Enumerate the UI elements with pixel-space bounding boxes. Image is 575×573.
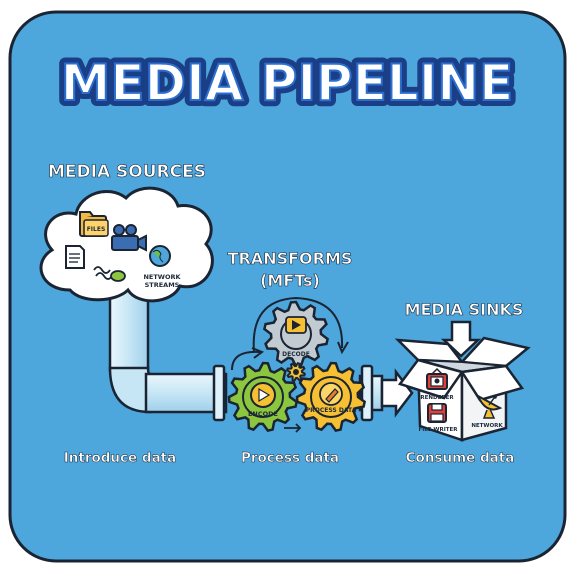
globe-icon (149, 245, 171, 267)
network-streams-label-1: NETWORK (143, 273, 181, 281)
document-icon (65, 245, 85, 269)
title-outline: MEDIA PIPELINE (61, 54, 514, 112)
folder-icon (79, 211, 109, 237)
transforms-caption: Process data (241, 450, 339, 466)
process-data-gear (295, 361, 367, 433)
sinks-heading: MEDIA SINKS (405, 300, 524, 319)
video-camera-icon (111, 224, 147, 252)
audio-waves-icon (93, 266, 126, 282)
files-label: FILES (87, 226, 106, 233)
encode-gear (227, 361, 299, 433)
satellite-dish-icon (475, 393, 503, 419)
title-group: MEDIA PIPELINE MEDIA PIPELINE (55, 48, 520, 118)
renderer-label: RENDERER (420, 395, 454, 401)
file-writer-label: FILE WRITER (418, 427, 458, 433)
network-streams-label-2: STREAMS (145, 281, 180, 289)
sink-arrow (380, 368, 414, 418)
page-title: MEDIA PIPELINE (61, 54, 514, 112)
cycle-arrows (231, 296, 349, 371)
sinks-caption: Consume data (406, 450, 515, 466)
decode-label: DECODE (282, 351, 310, 358)
transforms-heading-line1: TRANSFORMS (228, 249, 353, 268)
tv-icon (426, 367, 448, 390)
process-data-label: PROCESS DATA (306, 407, 357, 414)
encode-label: ENCODE (248, 410, 278, 418)
gear-arrow (284, 423, 302, 433)
transforms-heading-line2: (MFTs) (260, 271, 320, 290)
sources-cloud: FILES NETWORK STREAMS (39, 186, 214, 303)
floppy-disk-icon (427, 403, 447, 423)
decode-gear (262, 300, 330, 368)
network-sink-label: NETWORK (471, 423, 503, 429)
sources-heading: MEDIA SOURCES (48, 162, 206, 182)
sources-caption: Introduce data (64, 450, 177, 466)
